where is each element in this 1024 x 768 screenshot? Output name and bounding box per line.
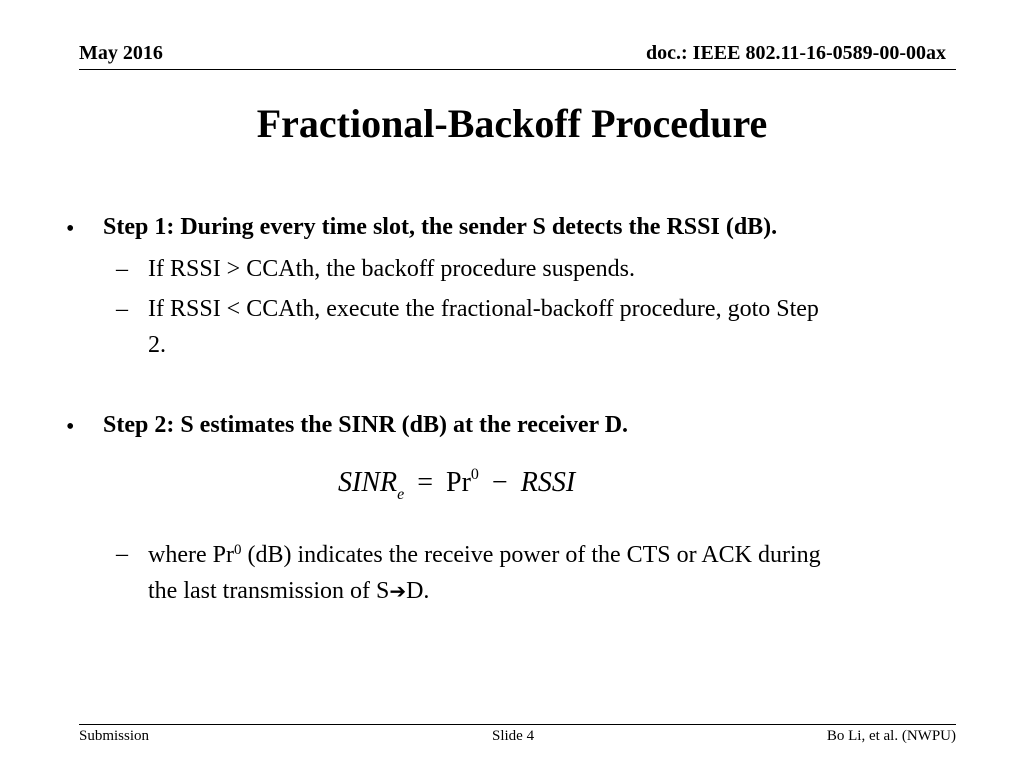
equation-equals: = — [417, 467, 434, 498]
equation-term1-superscript: 0 — [470, 466, 479, 483]
header-divider — [79, 69, 956, 70]
sub-bullet-rssi-greater: If RSSI > CCAth, the backoff procedure s… — [148, 256, 636, 282]
equation-lhs: SINR — [338, 467, 398, 498]
right-arrow-icon: ➔ — [389, 579, 407, 603]
sub-bullet-marker: – — [116, 541, 128, 567]
footer-submission: Submission — [79, 728, 150, 744]
sub-bullet-marker: – — [116, 256, 128, 282]
sub-bullet-marker: – — [116, 296, 128, 322]
sub-bullet-line1: If RSSI < CCAth, execute the fractional-… — [148, 296, 819, 322]
bullet-step2: Step 2: S estimates the SINR (dB) at the… — [103, 412, 629, 438]
equation-lhs-subscript: e — [397, 486, 405, 503]
footer-authors: Bo Li, et al. (NWPU) — [826, 728, 956, 744]
sinr-equation: SINRe = Pr0 − RSSI — [338, 466, 575, 504]
sub-bullet-line2: 2. — [148, 332, 166, 358]
footer-slide-number: Slide 4 — [492, 728, 535, 744]
equation-minus: − — [491, 467, 508, 498]
bullet-marker: • — [66, 414, 75, 440]
pr0-superscript: 0 — [233, 542, 242, 558]
footer-divider — [79, 724, 956, 725]
sub-bullet-line2: the last transmission of S➔D. — [148, 573, 821, 609]
equation-term1: Pr — [446, 467, 471, 498]
pr0-description: (dB) indicates the receive power of the … — [241, 542, 821, 568]
equation-term2: RSSI — [520, 467, 576, 498]
sub-bullet-pr0-definition: where Pr0 (dB) indicates the receive pow… — [148, 532, 821, 609]
header-doc-id: doc.: IEEE 802.11-16-0589-00-00ax — [646, 42, 946, 64]
bullet-marker: • — [66, 216, 75, 242]
sub-bullet-line1: where Pr0 (dB) indicates the receive pow… — [148, 532, 821, 573]
transmission-text: the last transmission of S — [148, 578, 390, 604]
pr0-text: where Pr — [148, 542, 234, 568]
slide-title: Fractional-Backoff Procedure — [256, 101, 768, 146]
bullet-step1: Step 1: During every time slot, the send… — [103, 214, 778, 240]
receiver-text: D. — [406, 578, 430, 604]
header-date: May 2016 — [79, 42, 163, 64]
sub-bullet-rssi-less: If RSSI < CCAth, execute the fractional-… — [148, 291, 819, 363]
